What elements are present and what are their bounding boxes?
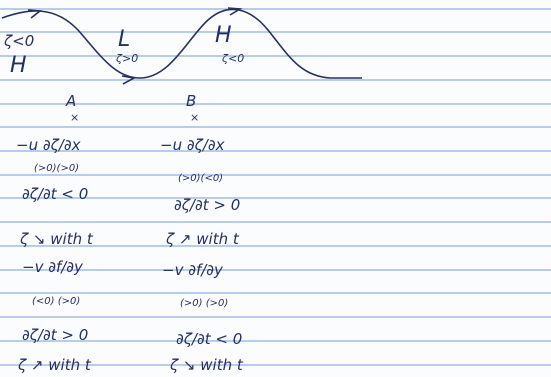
column-a-beta-term: −v ∂f/∂y [22,258,84,276]
column-a-trend-2: ζ ↗ with t [17,356,92,374]
column-a-beta-signs: (<0) (>0) [32,296,80,307]
low-label: L [118,27,130,52]
column-a-advection-signs: (>0)(>0) [34,163,79,174]
right-vorticity-label: ζ<0 [221,52,244,65]
flow-arrow-trough [121,75,137,85]
wave-curve [1,8,362,79]
column-b-trend-1: ζ ↗ with t [165,230,240,248]
column-a: A × −u ∂ζ/∂x (>0)(>0) ∂ζ/∂t < 0 ζ ↘ with… [16,92,94,374]
right-high-label: H [215,23,232,48]
column-b-tendency-1: ∂ζ/∂t > 0 [174,196,240,214]
low-vorticity-label: ζ>0 [115,52,138,65]
column-a-mark: × [70,111,79,124]
left-vorticity-label: ζ<0 [3,32,34,50]
column-b-beta-signs: (>0) (>0) [180,298,228,309]
ruled-lines [0,8,551,366]
column-b-trend-2: ζ ↘ with t [169,356,244,374]
column-b-advection-term: −u ∂ζ/∂x [160,136,225,154]
column-a-advection-term: −u ∂ζ/∂x [16,136,81,154]
flow-arrow-crest [227,7,243,16]
column-b: B × −u ∂ζ/∂x (>0)(<0) ∂ζ/∂t > 0 ζ ↗ with… [160,92,244,374]
column-a-tendency-1: ∂ζ/∂t < 0 [22,185,88,203]
column-b-heading: B [186,92,196,110]
column-b-beta-term: −v ∂f/∂y [162,261,224,279]
left-high-label: H [10,53,27,78]
wave-streamline [1,7,362,85]
column-a-heading: A [65,92,76,110]
flow-arrow-left [27,9,43,19]
column-a-tendency-2: ∂ζ/∂t > 0 [22,326,88,344]
column-b-tendency-2: ∂ζ/∂t < 0 [176,330,242,348]
column-b-advection-signs: (>0)(<0) [178,173,223,184]
column-b-mark: × [190,111,199,124]
column-a-trend-1: ζ ↘ with t [19,230,94,248]
